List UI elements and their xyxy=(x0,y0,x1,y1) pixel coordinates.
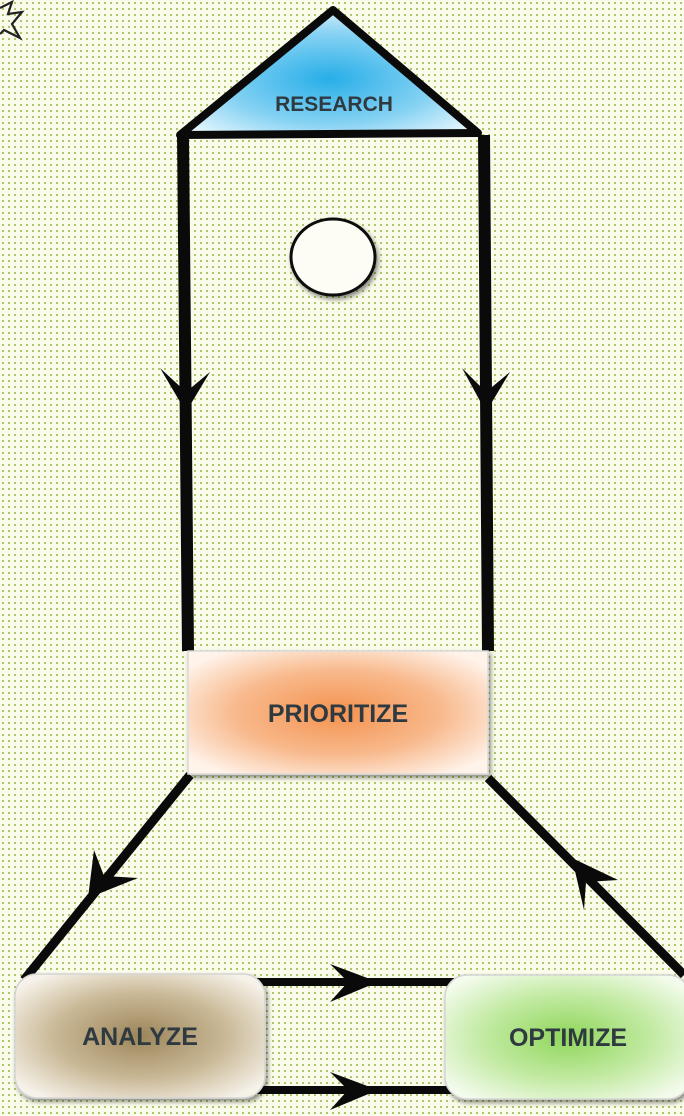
prioritize-node: PRIORITIZE xyxy=(187,650,489,775)
analyze-label: ANALYZE xyxy=(82,1023,198,1051)
arrow-up-right-diagonal xyxy=(572,858,618,910)
research-label: RESEARCH xyxy=(275,93,393,116)
optimize-node: OPTIMIZE xyxy=(444,974,684,1100)
arrow-down-left-diagonal xyxy=(88,850,138,898)
porthole-circle-icon xyxy=(289,217,377,297)
arrow-down-right xyxy=(462,368,510,412)
arrow-right-top xyxy=(330,964,378,1002)
analyze-node: ANALYZE xyxy=(14,973,266,1099)
arrow-down-left xyxy=(160,368,210,412)
star-outline-icon xyxy=(0,0,25,41)
arrow-right-bottom xyxy=(330,1072,378,1110)
research-node: RESEARCH xyxy=(176,6,482,139)
optimize-label: OPTIMIZE xyxy=(509,1024,627,1052)
prioritize-label: PRIORITIZE xyxy=(268,700,408,728)
